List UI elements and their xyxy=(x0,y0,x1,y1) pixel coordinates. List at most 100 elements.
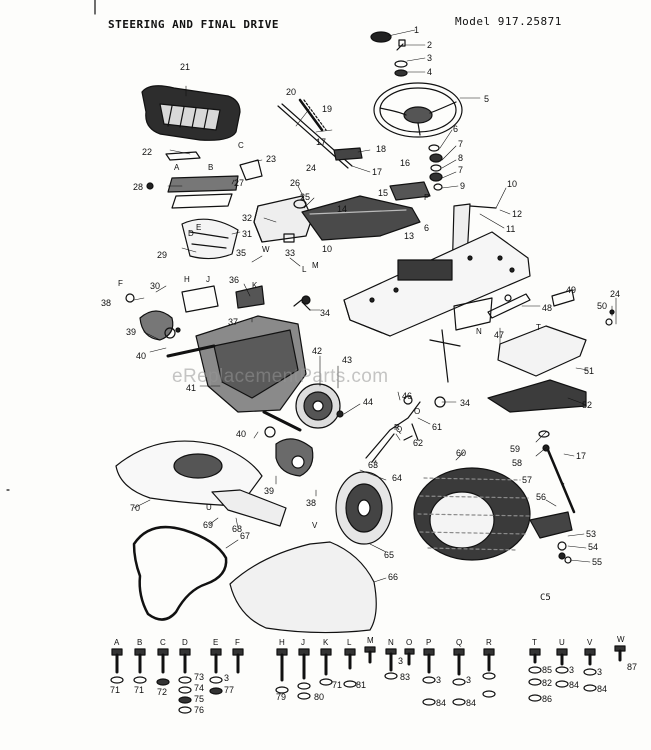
part-label: 7 xyxy=(458,165,463,175)
hardware-number: 72 xyxy=(157,687,167,697)
bolt-a xyxy=(110,648,124,684)
hardware-letter: V xyxy=(587,638,593,647)
bolt-n xyxy=(384,648,398,680)
fuel-tank xyxy=(253,195,313,243)
part-label: 34 xyxy=(320,308,330,318)
letter-label: F xyxy=(118,279,123,288)
bolt-l xyxy=(343,648,357,688)
part-label: 10 xyxy=(322,244,332,254)
bolt-h xyxy=(275,648,289,694)
bolt-k xyxy=(319,648,333,686)
hardware-number: 87 xyxy=(627,662,637,672)
hardware-number: 83 xyxy=(400,672,410,682)
bolt-d xyxy=(178,648,192,714)
part-label: 24 xyxy=(306,163,316,173)
part-label: 65 xyxy=(384,550,394,560)
hardware-letter: H xyxy=(279,638,285,647)
rear-tire xyxy=(413,467,531,561)
bolt-v xyxy=(583,648,597,692)
hardware-number: 71 xyxy=(110,685,120,695)
hardware-number: 84 xyxy=(569,680,579,690)
part-label: 17 xyxy=(576,451,586,461)
hardware-letter: L xyxy=(347,638,352,647)
part-label: 49 xyxy=(566,285,576,295)
watermark-text: eReplacementParts.com xyxy=(172,366,389,387)
hardware-letter: J xyxy=(301,638,305,647)
part-label: 5 xyxy=(484,94,489,104)
hardware-number: 81 xyxy=(356,680,366,690)
model-number: Model 917.25871 xyxy=(455,15,562,28)
hardware-letter: O xyxy=(406,638,412,647)
part-label: 56 xyxy=(536,492,546,502)
rear-fender xyxy=(115,440,287,527)
part-label: 18 xyxy=(376,144,386,154)
hardware-numbers: 71 71 72 73 74 75 76 3 77 79 80 71 81 3 … xyxy=(110,656,637,715)
part-label: 50 xyxy=(597,301,607,311)
letter-label: J xyxy=(206,275,210,284)
brake-linkage xyxy=(365,395,446,463)
hardware-letter: Q xyxy=(456,638,462,647)
part-label: 26 xyxy=(290,178,300,188)
hardware-number: 3 xyxy=(569,665,574,675)
part-label: 43 xyxy=(342,355,352,365)
bolt-c xyxy=(156,648,170,686)
bolt-b xyxy=(133,648,147,684)
hardware-letter: R xyxy=(486,638,492,647)
part-label: 32 xyxy=(242,213,252,223)
part-label: 20 xyxy=(286,87,296,97)
part-label: 29 xyxy=(157,250,167,260)
part-label: 67 xyxy=(240,531,250,541)
part-label: 6 xyxy=(453,124,458,134)
hardware-number: 3 xyxy=(224,673,229,683)
part-label: 22 xyxy=(142,147,152,157)
part-label: 39 xyxy=(264,486,274,496)
hardware-letter: F xyxy=(235,638,240,647)
part-label: 61 xyxy=(432,422,442,432)
hardware-letter: W xyxy=(617,635,625,644)
letter-label: N xyxy=(476,327,482,336)
letter-label: H xyxy=(184,275,190,284)
hardware-number: 71 xyxy=(332,680,342,690)
letter-label: T xyxy=(536,323,541,332)
hardware-letters: A B C D E F H J K L M N O P Q R T U V W xyxy=(114,635,625,647)
part-label: 48 xyxy=(542,303,552,313)
part-label: 33 xyxy=(285,248,295,258)
frame-chassis xyxy=(343,203,531,383)
footboard xyxy=(487,325,587,413)
hardware-letter: E xyxy=(213,638,218,647)
part-label: 60 xyxy=(456,448,466,458)
wheel-rim xyxy=(335,471,393,545)
part-label: 66 xyxy=(388,572,398,582)
bolt-r xyxy=(482,648,496,698)
hardware-letter: P xyxy=(426,638,431,647)
hardware-number: 3 xyxy=(436,675,441,685)
hardware-letter: M xyxy=(367,636,374,645)
part-label: 9 xyxy=(460,181,465,191)
part-label: 54 xyxy=(588,542,598,552)
hardware-number: 75 xyxy=(194,694,204,704)
part-label: 1 xyxy=(414,25,419,35)
part-label: 42 xyxy=(312,346,322,356)
part-label: 34 xyxy=(460,398,470,408)
letter-label: B xyxy=(208,163,213,172)
part-label: 38 xyxy=(101,298,111,308)
bolt-t xyxy=(528,648,542,702)
bolt-f xyxy=(232,648,244,674)
part-label: 16 xyxy=(400,158,410,168)
part-label: 30 xyxy=(150,281,160,291)
part-label: 69 xyxy=(203,520,213,530)
part-label: 17 xyxy=(372,167,382,177)
hardware-letter: U xyxy=(559,638,565,647)
hardware-number: 84 xyxy=(436,698,446,708)
bolt-w xyxy=(614,645,626,662)
hood-panel xyxy=(229,541,377,634)
part-label: 25 xyxy=(300,192,310,202)
drive-belt xyxy=(132,525,228,621)
diagram-title: STEERING AND FINAL DRIVE xyxy=(108,18,279,31)
part-label: 7 xyxy=(458,139,463,149)
hardware-number: 82 xyxy=(542,678,552,688)
hardware-number: 71 xyxy=(134,685,144,695)
hardware-row xyxy=(110,645,626,714)
part-label: 64 xyxy=(392,473,402,483)
